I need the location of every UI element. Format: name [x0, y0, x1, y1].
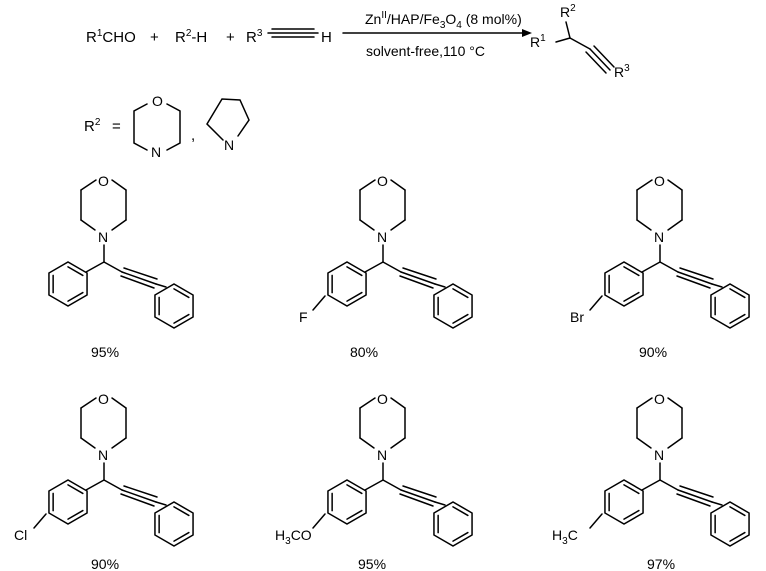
pyrrolidine-structure: N: [206, 98, 250, 153]
comma: ,: [191, 127, 195, 144]
reaction-equation: R1CHO + R2-H + R3 H ZnII/HAP/Fe3O4 (8 mo…: [86, 3, 630, 80]
product-3: O N Br 90%: [570, 173, 750, 360]
morpholine-oxygen: O: [98, 173, 109, 189]
r2-label: R2: [84, 117, 101, 135]
morpholine-nitrogen: N: [377, 229, 387, 245]
yield-label: 80%: [350, 344, 378, 360]
plus-sign-1: +: [150, 29, 159, 46]
morpholine-oxygen: O: [654, 391, 665, 407]
yield-label: 90%: [91, 556, 119, 571]
aryl-substituent: H3C: [552, 527, 578, 547]
reagent-amine: R2-H: [175, 28, 207, 46]
morpholine-nitrogen: N: [654, 447, 664, 463]
morpholine-nitrogen: N: [654, 229, 664, 245]
product-5: O N H3CO 95%: [275, 391, 473, 571]
plus-sign-2: +: [226, 29, 235, 46]
product-r3: R3: [614, 63, 630, 80]
morpholine-oxygen: O: [377, 391, 388, 407]
alkyne-hydrogen: H: [321, 29, 332, 46]
svg-text:N: N: [224, 137, 234, 153]
product-6: O N H3C 97%: [552, 391, 750, 571]
product-2: O N F 80%: [299, 173, 473, 360]
reagent-aldehyde: R1CHO: [86, 28, 136, 46]
morpholine-oxygen: O: [377, 173, 388, 189]
conditions-label: solvent-free,110 °C: [366, 43, 485, 59]
morpholine-oxygen: O: [654, 173, 665, 189]
yield-label: 90%: [639, 344, 667, 360]
product-1: O N 95%: [48, 173, 194, 360]
yield-label: 95%: [91, 344, 119, 360]
morpholine-nitrogen: N: [377, 447, 387, 463]
r2-definition: R2 = O N , N: [84, 93, 250, 160]
aryl-substituent: H3CO: [275, 527, 312, 547]
morpholine-nitrogen: N: [98, 229, 108, 245]
aryl-substituent: F: [299, 309, 308, 325]
product-4: O N Cl 90%: [14, 391, 194, 571]
reaction-arrowhead: [522, 29, 532, 37]
product-structure: R2 R1 R3: [530, 3, 630, 80]
aryl-substituent: Br: [570, 309, 584, 325]
morpholine-oxygen: O: [98, 391, 109, 407]
catalyst-label: ZnII/HAP/Fe3O4 (8 mol%): [365, 10, 522, 31]
yield-label: 95%: [358, 556, 386, 571]
svg-text:O: O: [152, 93, 163, 109]
alkyne-triple-bond: [267, 28, 319, 38]
svg-text:N: N: [151, 144, 161, 160]
reagent-alkyne-r3: R3: [246, 28, 263, 46]
morpholine-nitrogen: N: [98, 447, 108, 463]
morpholine-structure: O N: [133, 93, 181, 160]
equals-sign: =: [112, 118, 121, 135]
product-r1: R1: [530, 33, 546, 50]
product-grid: O N 95% O N F 80% O N Br 90% O N Cl 90% O N H3CO 95% O N H3C 9…: [14, 173, 750, 571]
yield-label: 97%: [647, 556, 675, 571]
aryl-substituent: Cl: [14, 527, 27, 543]
product-r2: R2: [560, 3, 576, 20]
